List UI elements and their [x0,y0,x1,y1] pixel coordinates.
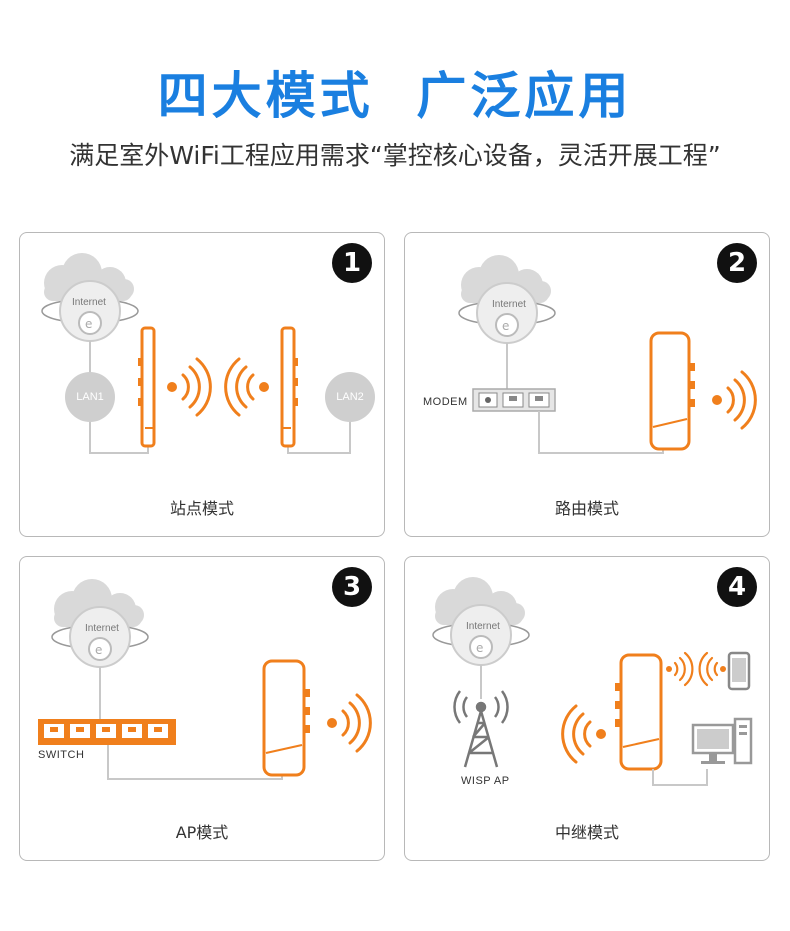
internet-label: Internet [492,299,526,310]
svg-text:e: e [85,317,92,331]
switch-label: SWITCH [38,749,85,761]
wifi-signal-icon [561,704,606,764]
mode-label: 路由模式 [554,499,619,518]
svg-text:e: e [95,643,102,657]
outdoor-cpe-icon [649,331,695,451]
mode-number-badge: 4 [717,567,757,607]
mode-number-badge: 3 [332,567,372,607]
wisp-ap-label: WISP AP [461,775,510,787]
outdoor-cpe-icon [262,659,310,777]
wifi-signal-icon [712,370,757,430]
smartphone-icon [727,651,751,691]
wifi-signal-icon [224,357,269,417]
mode-label: 中继模式 [554,823,619,842]
desktop-computer-icon [691,717,753,765]
modem-label: MODEM [423,396,468,408]
svg-text:e: e [476,641,483,655]
outdoor-cpe-icon [615,653,663,771]
wifi-signal-icon [167,357,212,417]
ap-mode-diagram: e [38,579,372,780]
internet-label: Internet [466,621,500,632]
mode-card-station: e [19,232,385,537]
cable-line [538,411,664,454]
mode-card-repeater: e [404,556,770,861]
cable-line [652,769,708,786]
mode-number-badge: 2 [717,243,757,283]
mode-card-ap: e Internet SWITCH 3 AP模式 [19,556,385,861]
wifi-signal-icon [327,693,372,753]
svg-text:e: e [502,319,509,333]
mode-label: 站点模式 [169,499,234,518]
internet-label: Internet [72,297,106,308]
internet-globe-icon: e [51,606,149,668]
switch-icon [38,719,176,745]
modem-icon [472,388,556,412]
cpe-device-icon [138,326,156,448]
mode-number-badge: 1 [332,243,372,283]
cable-line [107,745,283,780]
mode-card-router: e Internet MODEM 2 路由模 [404,232,770,537]
wifi-signal-icon [666,651,726,687]
cable-line [287,416,351,454]
internet-label: Internet [85,623,119,634]
station-mode-diagram: e [41,253,351,454]
page-subtitle: 满足室外WiFi工程应用需求“掌控核心设备，灵活开展工程” [69,141,721,170]
mode-label: AP模式 [175,823,229,842]
cpe-device-icon [280,326,298,448]
repeater-mode-diagram: e [432,577,753,786]
lan2-node: LAN2 [325,372,375,422]
internet-globe-icon: e [432,604,530,666]
lan1-node: LAN1 [65,372,115,422]
router-mode-diagram: e [458,255,757,454]
page-title: 四大模式 广泛应用 [157,67,633,125]
internet-globe-icon: e [458,282,556,344]
tower-antenna-icon [453,690,509,768]
